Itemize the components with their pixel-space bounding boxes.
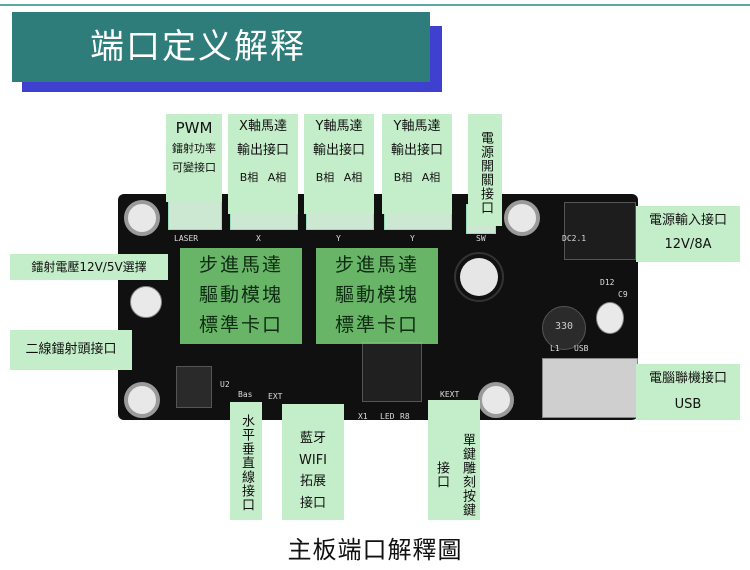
silk-ext: EXT [268,392,282,401]
silk-dc: DC2.1 [562,234,586,243]
mount-hole [124,200,160,236]
silk-bas: Bas [238,390,252,399]
bt-line1: 藍牙 [282,430,344,448]
mcu-chip [362,342,422,402]
power-input-line1: 電源輸入接口 [636,212,740,230]
silk-x: X [256,234,261,243]
mount-hole [504,200,540,236]
x-motor-label: X軸馬達 輸出接口 B相 A相 [228,114,298,214]
laser-head-label: 二線鐳射頭接口 [10,330,132,370]
driver-slot-2: 步進馬達 驅動模塊 標準卡口 [316,248,438,344]
driver2-line1: 步進馬達 [316,250,438,280]
mount-hole [124,382,160,418]
mosfet [176,366,212,408]
y2-phase-a: A相 [422,171,441,184]
bt-line4: 接口 [282,495,344,513]
pc-connection-label: 電腦聯機接口 USB [636,364,740,420]
dc-jack [564,202,636,260]
y-motor-label-1: Y軸馬達 輸出接口 B相 A相 [304,114,374,214]
silk-l1: L1 [550,344,560,353]
capacitor [596,302,624,334]
usb-port [542,358,638,418]
power-input-line2: 12V/8A [636,236,740,254]
bt-line2: WIFI [282,452,344,470]
capacitor [130,286,162,318]
engrave-button-label: 單鍵雕刻按鍵接口 [428,400,480,520]
x-phase-a: A相 [268,171,287,184]
driver-slot-1: 步進馬達 驅動模塊 標準卡口 [180,248,302,344]
silk-r8: R8 [400,412,410,421]
power-input-label: 電源輸入接口 12V/8A [636,206,740,262]
silk-laser: LASER [174,234,198,243]
buzzer [454,252,504,302]
silk-u2: U2 [220,380,230,389]
silk-y: Y [336,234,341,243]
driver1-line1: 步進馬達 [180,250,302,280]
mount-hole [478,382,514,418]
x-phase-b: B相 [240,171,259,184]
y-motor1-line1: Y軸馬達 [304,118,374,136]
limit-switch-label: 水平垂直線接口 [230,402,262,520]
silk-d12: D12 [600,278,614,287]
pwm-line1: 鐳射功率 [166,142,222,157]
silk-y: Y [410,234,415,243]
pwm-label: PWM 鐳射功率 可變接口 [166,114,222,202]
driver2-line3: 標準卡口 [316,310,438,340]
voltage-select-label: 鐳射電壓12V/5V選擇 [10,254,168,280]
y2-phase-b: B相 [394,171,413,184]
silk-sw: SW [476,234,486,243]
y1-phase-b: B相 [316,171,335,184]
y-motor2-line2: 輸出接口 [382,142,452,160]
power-switch-label: 電源開關接口 [468,114,502,226]
pc-conn-line1: 電腦聯機接口 [636,370,740,388]
bluetooth-wifi-label: 藍牙 WIFI 拓展 接口 [282,404,344,520]
silk-x1: X1 [358,412,368,421]
page-title: 端口定义解释 [12,12,430,82]
bt-line3: 拓展 [282,473,344,491]
pc-conn-line2: USB [636,396,740,414]
driver2-line2: 驅動模塊 [316,280,438,310]
y-motor1-line2: 輸出接口 [304,142,374,160]
silk-c9: C9 [618,290,628,299]
driver1-line2: 驅動模塊 [180,280,302,310]
top-rule [0,4,750,6]
pwm-title: PWM [166,118,222,138]
silk-usb: USB [574,344,588,353]
y-motor2-line1: Y軸馬達 [382,118,452,136]
y-motor-label-2: Y軸馬達 輸出接口 B相 A相 [382,114,452,214]
diagram-caption: 主板端口解釋圖 [0,530,750,565]
silk-led: LED [380,412,394,421]
y1-phase-a: A相 [344,171,363,184]
driver1-line3: 標準卡口 [180,310,302,340]
pwm-line2: 可變接口 [166,161,222,176]
silk-kext: KEXT [440,390,459,399]
x-motor-line2: 輸出接口 [228,142,298,160]
pwm-connector [168,200,222,230]
inductor-label: 330 [555,321,573,332]
x-motor-line1: X軸馬達 [228,118,298,136]
